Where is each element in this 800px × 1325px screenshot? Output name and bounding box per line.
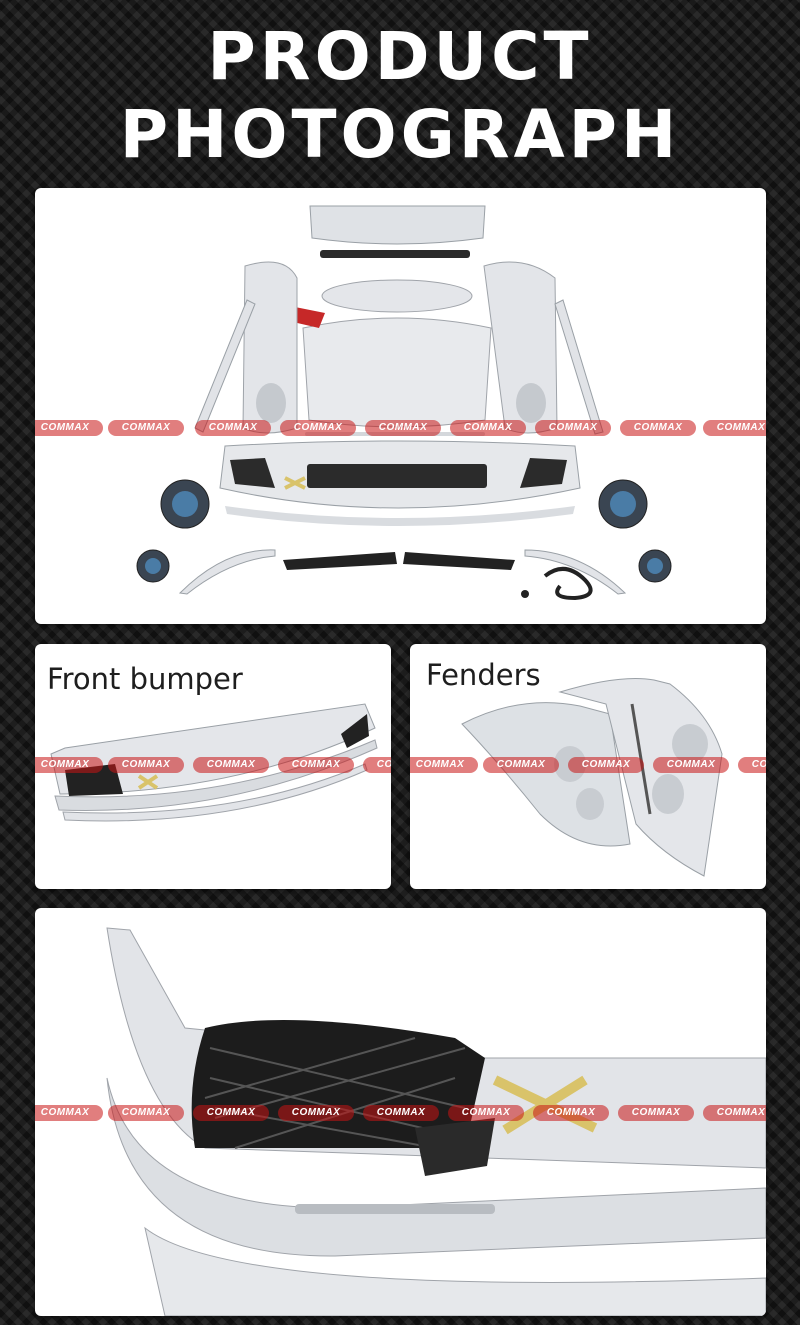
watermark: COMMAX	[280, 420, 356, 436]
fenders-panel: Fenders COMMAX COMMAX COMMAX COMMAX COMM…	[410, 644, 766, 889]
watermark: COMMAX	[738, 757, 766, 773]
watermark: COMMAX	[535, 420, 611, 436]
watermark: COMMAX	[363, 1105, 439, 1121]
watermark: COMMAX	[365, 420, 441, 436]
front-bumper-label: Front bumper	[47, 662, 243, 696]
watermark: COMMAX	[618, 1105, 694, 1121]
watermark: COMMAX	[533, 1105, 609, 1121]
watermark: COMMAX	[108, 1105, 184, 1121]
watermark: COMMAX	[410, 757, 478, 773]
watermark: COMMAX	[703, 1105, 766, 1121]
watermark: COMMAX	[568, 757, 644, 773]
watermark: COMMAX	[703, 420, 766, 436]
bumper-closeup-panel: COMMAX COMMAX COMMAX COMMAX COMMAX COMMA…	[35, 908, 766, 1316]
watermark: COMMAX	[35, 420, 103, 436]
watermark: COMMAX	[448, 1105, 524, 1121]
fenders-illustration	[461, 678, 723, 877]
watermark: COMMAX	[108, 420, 184, 436]
watermark: COMMAX	[278, 1105, 354, 1121]
watermark: COMMAX	[195, 420, 271, 436]
watermark: COMMAX	[108, 757, 184, 773]
fenders-label: Fenders	[426, 658, 541, 692]
watermark: COMMAX	[193, 1105, 269, 1121]
page-title-line-2: PHOTOGRAPH	[119, 96, 681, 173]
front-bumper-panel: Front bumper COMMAX COMMAX COMMAX COMMAX…	[35, 644, 391, 889]
watermark: COMMAX	[35, 757, 103, 773]
watermark: COMMAX	[35, 1105, 103, 1121]
full-kit-illustration	[136, 205, 672, 601]
watermark: COMMAX	[653, 757, 729, 773]
page-title-line-1: PRODUCT	[207, 18, 593, 95]
watermark: COMMAX	[450, 420, 526, 436]
full-kit-photo-panel: COMMAX COMMAX COMMAX COMMAX COMMAX COMMA…	[35, 188, 766, 624]
watermark: COMMAX	[363, 757, 391, 773]
watermark: COMMAX	[483, 757, 559, 773]
watermark: COMMAX	[278, 757, 354, 773]
watermark: COMMAX	[620, 420, 696, 436]
watermark: COMMAX	[193, 757, 269, 773]
